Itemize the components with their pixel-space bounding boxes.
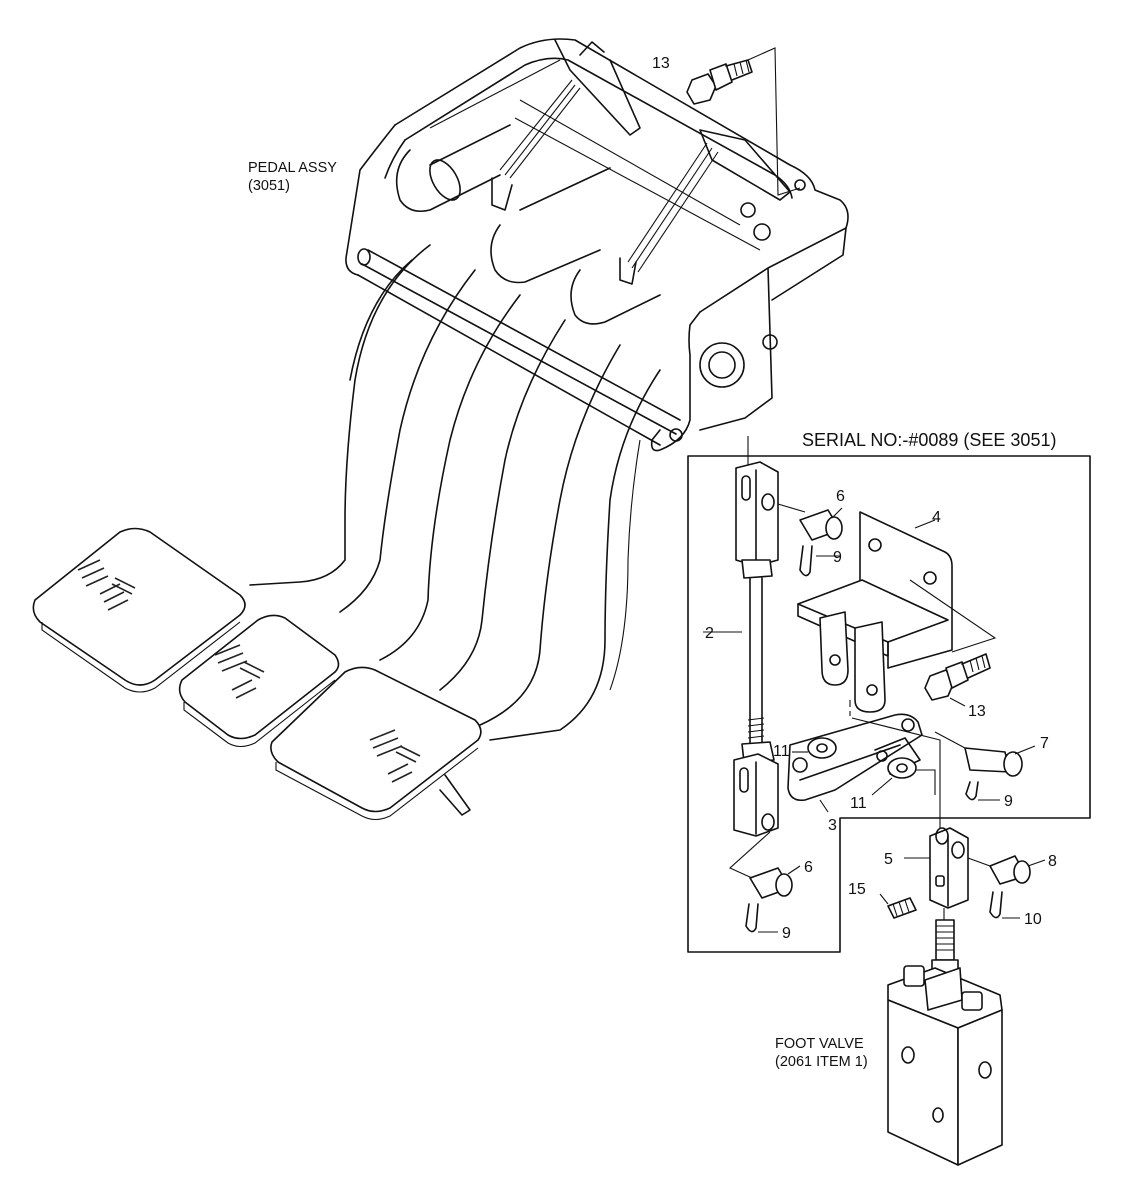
callout-13-top: 13 bbox=[652, 55, 670, 72]
part-10-cotter bbox=[989, 891, 1020, 919]
callout-8: 8 bbox=[1048, 853, 1057, 870]
callout-15: 15 bbox=[848, 881, 866, 898]
part-9-cotter-mid bbox=[965, 781, 1000, 801]
part-7-pin bbox=[934, 731, 1036, 777]
bolt-13-top bbox=[686, 47, 801, 196]
part-9-cotter-top bbox=[799, 545, 840, 577]
note-pedal-assy: PEDAL ASSY (3051) bbox=[248, 160, 337, 194]
pedal-assembly bbox=[32, 38, 849, 821]
note-foot-valve: FOOT VALVE (2061 ITEM 1) bbox=[775, 1036, 868, 1070]
part-8-pin bbox=[967, 855, 1046, 885]
svg-text:(2061 ITEM 1): (2061 ITEM 1) bbox=[775, 1054, 868, 1070]
callout-3: 3 bbox=[828, 817, 837, 834]
callout-4: 4 bbox=[932, 509, 941, 526]
callout-9-bot: 9 bbox=[782, 925, 791, 942]
part-2-rod bbox=[703, 436, 779, 837]
callout-2: 2 bbox=[705, 625, 714, 642]
callout-11-b: 11 bbox=[850, 795, 867, 812]
callout-5: 5 bbox=[884, 851, 893, 868]
part-11-washer-a bbox=[792, 737, 837, 759]
part-5-clevis bbox=[904, 827, 969, 922]
callout-6-top: 6 bbox=[836, 488, 845, 505]
part-9-cotter-bot bbox=[745, 903, 778, 933]
serial-note: SERIAL NO:-#0089 (SEE 3051) bbox=[802, 430, 1056, 450]
svg-text:FOOT VALVE: FOOT VALVE bbox=[775, 1036, 864, 1052]
callout-6-bot: 6 bbox=[804, 859, 813, 876]
callout-9-mid: 9 bbox=[1004, 793, 1013, 810]
serial-detail-box bbox=[687, 455, 1091, 953]
callout-11-a: 11 bbox=[773, 743, 790, 760]
foot-valve bbox=[887, 919, 1003, 1166]
part-6-pin-bot bbox=[729, 831, 801, 899]
part-6-pin-top bbox=[777, 503, 843, 541]
callout-9-top: 9 bbox=[833, 549, 842, 566]
callout-13-mid: 13 bbox=[968, 703, 986, 720]
svg-text:(3051): (3051) bbox=[248, 178, 290, 194]
part-4-bracket bbox=[797, 511, 997, 713]
part-11-washer-b bbox=[871, 757, 917, 796]
callout-7: 7 bbox=[1040, 735, 1049, 752]
part-15-set-screw bbox=[879, 893, 917, 919]
svg-text:PEDAL ASSY: PEDAL ASSY bbox=[248, 160, 337, 176]
callout-10: 10 bbox=[1024, 911, 1042, 928]
bolt-13-mid bbox=[924, 653, 991, 707]
